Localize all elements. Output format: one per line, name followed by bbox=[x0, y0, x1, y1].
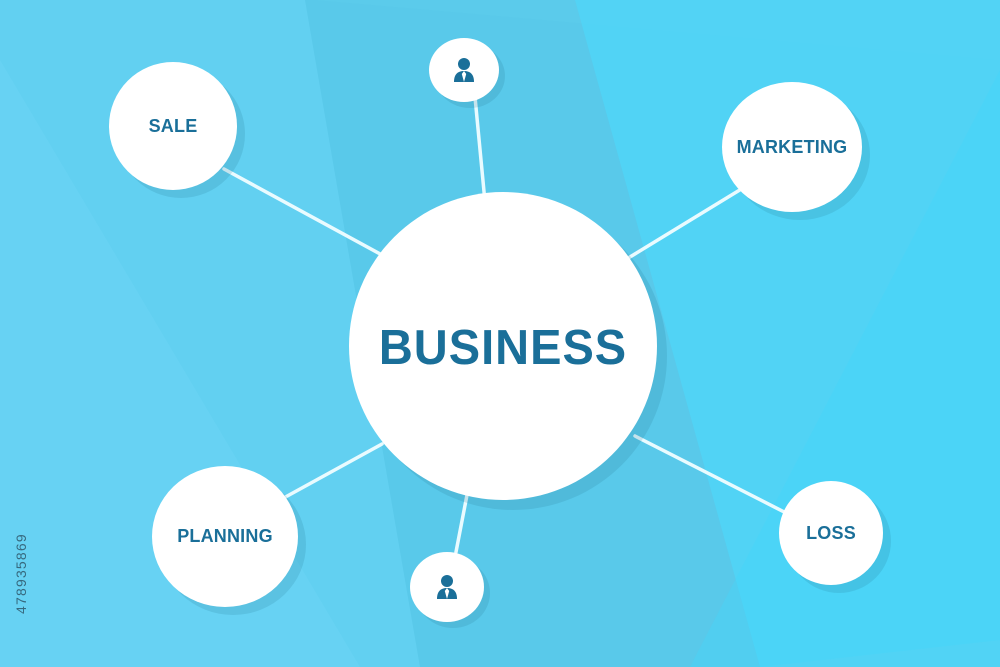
node-marketing: MARKETING bbox=[722, 82, 862, 212]
loss-label: LOSS bbox=[806, 522, 856, 543]
connector-person-bottom bbox=[454, 493, 469, 554]
marketing-label: MARKETING bbox=[736, 136, 848, 157]
node-sale: SALE bbox=[109, 62, 237, 190]
background-right-ray bbox=[690, 70, 1000, 667]
connector-person-top bbox=[473, 95, 487, 204]
person-icon bbox=[454, 58, 474, 82]
connector-planning bbox=[278, 442, 384, 502]
planning-label: PLANNING bbox=[177, 526, 273, 546]
node-person-bottom bbox=[410, 552, 484, 622]
connector-sale bbox=[222, 167, 384, 257]
background-right-panel bbox=[575, 0, 1000, 667]
node-business: BUSINESS bbox=[349, 192, 657, 500]
vertical-watermark-id: 478935869 bbox=[13, 533, 29, 614]
business-label: BUSINESS bbox=[378, 318, 628, 374]
connector-loss bbox=[633, 434, 794, 518]
connector-marketing bbox=[623, 186, 745, 262]
node-planning: PLANNING bbox=[152, 466, 298, 607]
sale-label: SALE bbox=[148, 115, 198, 136]
person-icon bbox=[437, 575, 457, 599]
node-loss: LOSS bbox=[779, 481, 883, 585]
node-person-top bbox=[429, 38, 499, 102]
background-left-panel bbox=[0, 0, 420, 667]
